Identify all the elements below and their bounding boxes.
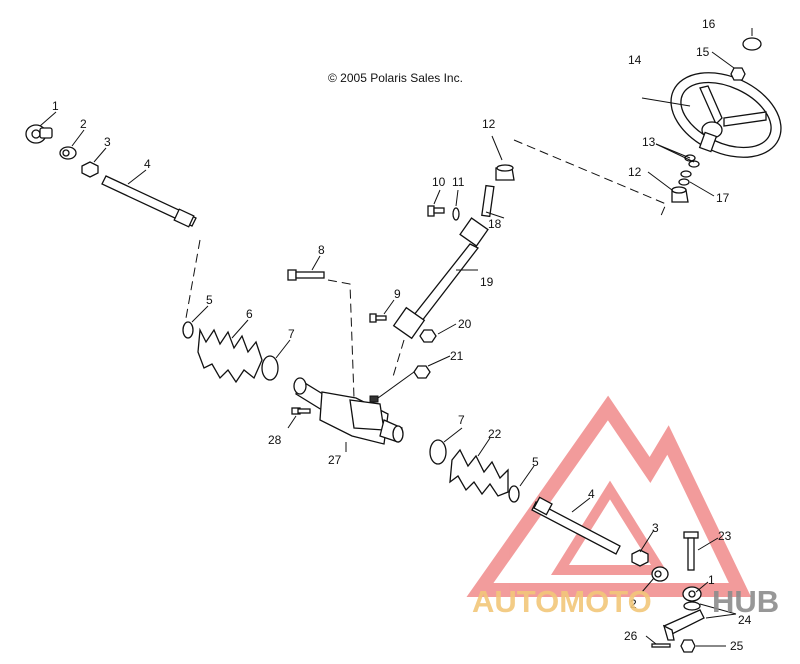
boot-clamp-5-right [508,485,520,503]
watermark-hub: HUB [712,584,779,619]
callout-2-right: 2 [630,597,637,611]
tie-rod-end-left [25,124,53,144]
steering-wheel-14 [670,72,782,158]
watermark-text: AUTOMOTO HUB [472,584,779,619]
inner-tie-rod-left [101,175,197,228]
assembly-line-column [513,139,667,219]
callout-16: 16 [702,17,716,31]
steering-boot-6 [197,327,263,384]
bolt-9 [369,313,387,323]
cotter-pin-26 [651,643,671,648]
inner-tie-rod-right [531,496,621,555]
callout-23: 23 [718,529,732,543]
callout-5: 5 [206,293,213,307]
callout-27: 27 [328,453,342,467]
callout-14: 14 [628,53,642,67]
boot-clamp-7-left [261,355,279,381]
jam-nut-left [59,146,77,160]
callout-28: 28 [268,433,282,447]
callout-5-right: 5 [532,455,539,469]
bushing-12-lower [671,186,689,203]
callout-7: 7 [288,327,295,341]
callout-2: 2 [80,117,87,131]
shaft-18 [481,184,495,218]
callout-12-upper: 12 [482,117,496,131]
callout-8: 8 [318,243,325,257]
bolt-8 [287,269,325,281]
bracket-24 [662,609,705,641]
assembly-line-bolt-8 [327,279,355,399]
callout-18: 18 [488,217,502,231]
bolt-10 [427,205,445,217]
steering-boot-22 [449,448,509,497]
callout-1: 1 [52,99,59,113]
bolt-28 [291,407,311,415]
washer-11 [452,207,460,221]
tie-rod-end-right [682,586,702,611]
hex-nut-left [81,161,99,178]
callout-19: 19 [480,275,494,289]
callout-26: 26 [624,629,638,643]
callout-3-right: 3 [652,521,659,535]
jam-nut-right [651,566,669,582]
leader-lines [39,28,753,647]
callout-15: 15 [696,45,710,59]
bushing-12-upper [495,164,515,181]
hex-nut-right [631,549,649,567]
callout-6: 6 [246,307,253,321]
callout-4-right: 4 [588,487,595,501]
callout-11: 11 [452,175,465,189]
callout-4: 4 [144,157,151,171]
callout-13: 13 [642,135,656,149]
callout-21: 21 [450,349,464,363]
nut-21 [413,365,431,379]
callout-22: 22 [488,427,502,441]
boot-clamp-5-left [182,321,194,339]
steering-rack-27 [293,377,404,445]
callout-9: 9 [394,287,401,301]
nut-15 [730,67,746,81]
bolt-23 [683,531,699,571]
watermark-logo [466,395,752,597]
callout-10: 10 [432,175,446,189]
washers-13 [680,154,700,178]
nut-25 [680,639,696,653]
steering-shaft-19 [392,217,489,340]
washer-17 [678,178,690,186]
assembly-line-shaft [391,339,405,381]
copyright-text: © 2005 Polaris Sales Inc. [328,71,463,85]
callout-25: 25 [730,639,744,653]
watermark-automoto: AUTOMOTO [472,584,652,619]
callout-labels: 1 2 3 4 5 6 7 8 9 10 11 12 14 16 15 13 1… [52,17,752,653]
callout-7-right: 7 [458,413,465,427]
boot-clamp-7-right [429,439,447,465]
assembly-line-left [185,239,201,319]
callout-20: 20 [458,317,472,331]
callout-3: 3 [104,135,111,149]
callout-1-right: 1 [708,573,715,587]
callout-12-lower: 12 [628,165,642,179]
callout-24: 24 [738,613,752,627]
nut-20 [419,329,437,343]
callout-17: 17 [716,191,730,205]
cap-16 [742,37,762,51]
